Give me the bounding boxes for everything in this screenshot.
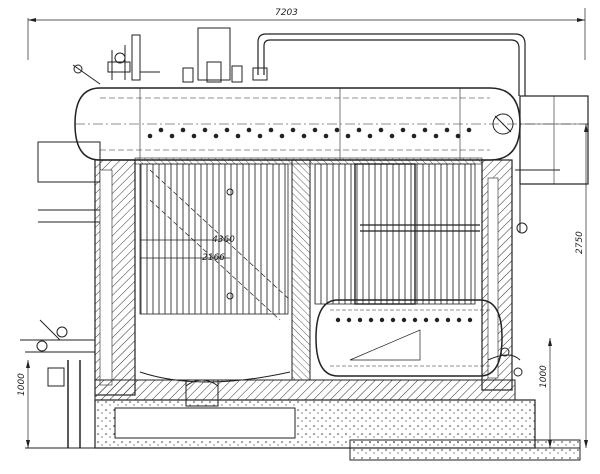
drum-valves [72,27,268,85]
tube-end [169,133,175,139]
tube-end [422,127,428,133]
tube-end [213,133,219,139]
right-base-height-label: 1000 [539,365,549,388]
foundation [25,399,581,461]
drum-height-label: 2750 [575,231,585,254]
tube-end [400,127,406,133]
tube-end [378,127,384,133]
tube-end [290,127,296,133]
tube-end [323,133,329,139]
tube-end [456,317,462,323]
tube-end [335,317,341,323]
tube-end [202,127,208,133]
tube-end [379,317,385,323]
furnace-screen-tubes [139,163,480,315]
tube-end [357,317,363,323]
tube-end [346,317,352,323]
tube-end [257,133,263,139]
tube-end [445,317,451,323]
drum-height-dimension: 2750 [575,124,588,448]
left-base-dimension: 1000 [17,360,30,448]
tube-end [279,133,285,139]
tube-end [433,133,439,139]
tube-end [401,317,407,323]
left-base-height-label: 1000 [17,373,27,396]
tube-end [356,127,362,133]
tube-end [455,133,461,139]
right-header-box [519,95,589,185]
drum-tube-ends [147,127,472,139]
tube-end [434,317,440,323]
right-pipework [487,169,560,377]
flue-outlet [37,141,101,223]
steam-pipe [257,33,526,96]
lower-drum-tube-ends [335,317,473,323]
tube-end [466,127,472,133]
tube-end [191,133,197,139]
tube-end [367,133,373,139]
lower-drum [315,299,503,377]
tube-end [224,127,230,133]
tube-end [368,317,374,323]
tube-end [158,127,164,133]
overall-width-dimension: 7203 [27,8,586,60]
tube-end [389,133,395,139]
furnace-brickwork [94,157,516,401]
tube-end [301,133,307,139]
tube-end [423,317,429,323]
tube-end [467,317,473,323]
upper-drum [74,87,590,161]
tube-end [411,133,417,139]
tube-end [345,133,351,139]
tube-end [180,127,186,133]
inner-dimension-b: 2166 [202,253,225,263]
tube-end [235,133,241,139]
tube-end [412,317,418,323]
tube-end [312,127,318,133]
tube-end [268,127,274,133]
inner-dimension-a: 4360 [212,235,235,245]
tube-end [246,127,252,133]
left-feed-valves [20,319,95,448]
right-base-dimension: 1000 [539,338,552,448]
furnace-flame-path [140,169,291,321]
tube-end [334,127,340,133]
tube-end [444,127,450,133]
tube-end [390,317,396,323]
overall-width-label: 7203 [275,8,298,18]
tube-end [147,133,153,139]
